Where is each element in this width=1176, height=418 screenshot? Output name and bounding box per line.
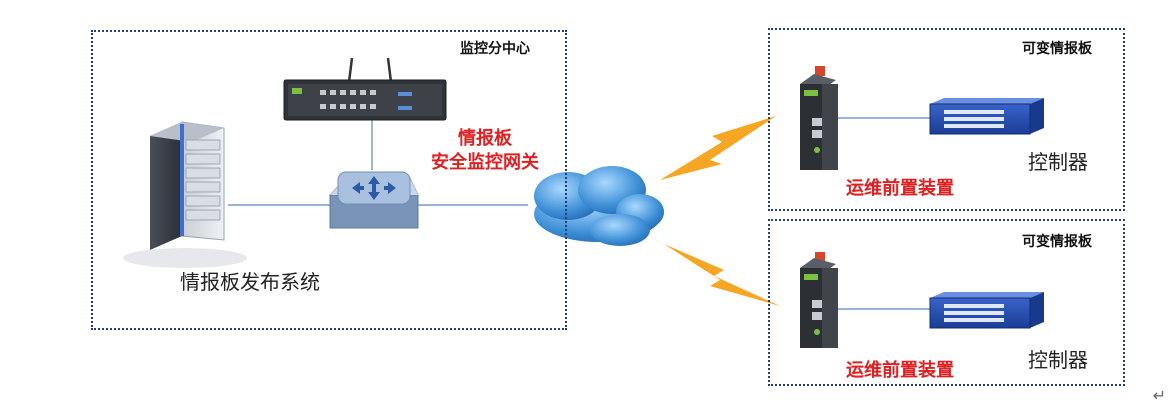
gateway-label-line2: 安全监控网关 [431,152,539,173]
lightning-icon-top [660,116,776,180]
controller-icon-bottom [929,292,1044,329]
switch-icon [328,171,419,229]
ops-device-label-top: 运维前置装置 [846,178,954,199]
monitoring-center-box [91,30,567,330]
ops-device-icon-bottom [800,252,838,348]
ops-device-icon-top [800,66,838,170]
security-gateway-icon [283,57,447,121]
variable-board-title-bottom: 可变情报板 [1022,234,1092,250]
controller-icon-top [929,98,1044,135]
publish-system-label: 情报板发布系统 [180,270,320,294]
server-icon [123,121,247,268]
ops-device-label-bottom: 运维前置装置 [846,360,954,381]
variable-board-title-top: 可变情报板 [1022,41,1092,57]
return-icon: ↵ [1152,386,1166,405]
variable-board-box-top [768,28,1125,211]
controller-label-top: 控制器 [1028,150,1088,174]
variable-board-box-bottom [768,219,1125,386]
gateway-label-line1: 情报板 [458,128,512,149]
lightning-icon-bottom [664,244,780,306]
controller-label-bottom: 控制器 [1028,348,1088,372]
monitoring-center-title: 监控分中心 [460,41,530,57]
